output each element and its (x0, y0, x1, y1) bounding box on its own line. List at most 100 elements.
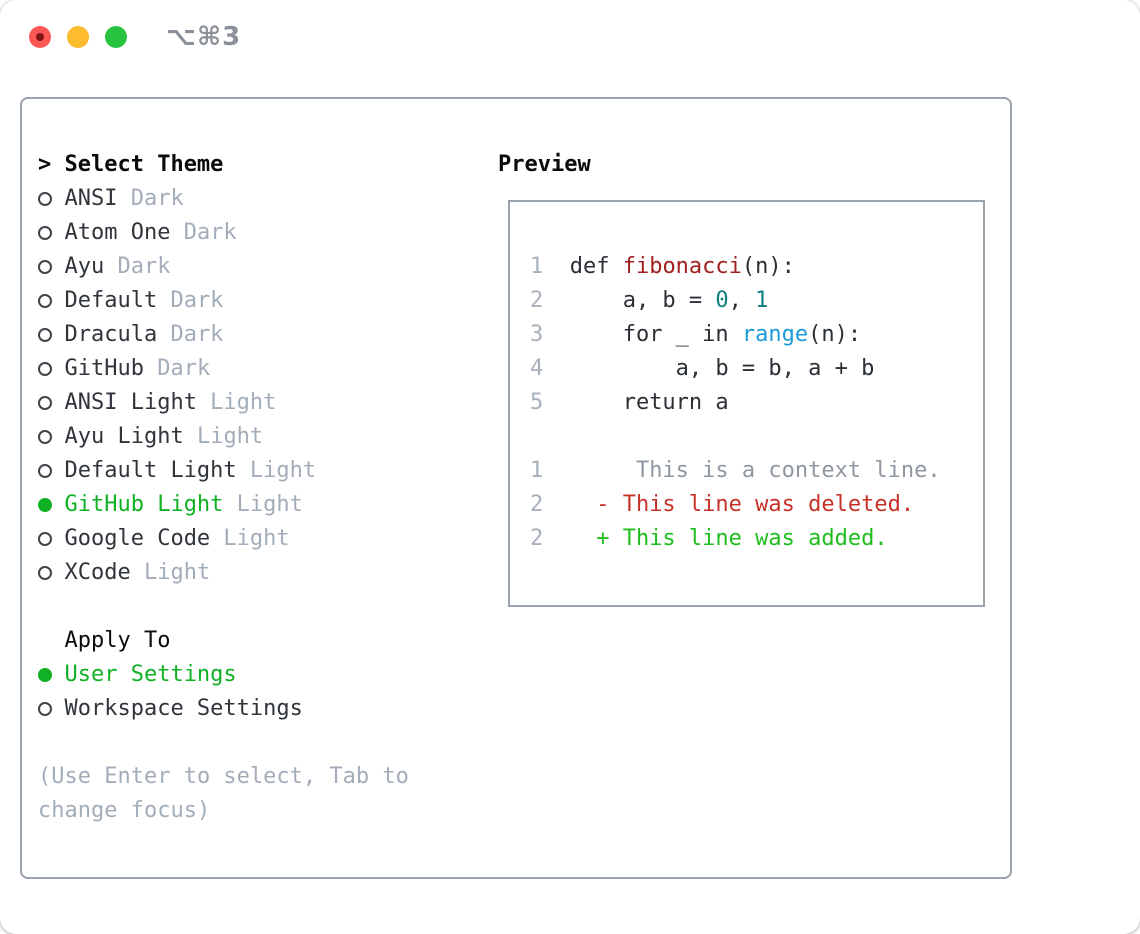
radio-marker (38, 318, 64, 352)
theme-name-label: ANSI Light (64, 390, 197, 415)
code-segment: This is a context line. (569, 458, 941, 483)
theme-option-google-code[interactable]: Google Code Light (38, 522, 409, 556)
radio-marker (38, 420, 64, 454)
code-segments: - This line was deleted. (570, 492, 914, 517)
theme-option-ansi-light[interactable]: ANSI Light Light (38, 386, 409, 420)
window-title-shortcut: ⌥⌘3 (166, 22, 242, 52)
theme-variant-label: Light (130, 560, 211, 585)
code-line: 4 a, b = b, a + b (530, 352, 983, 386)
code-segment: 0 (715, 288, 729, 313)
theme-variant-label: Light (223, 492, 303, 517)
theme-option-ayu-light[interactable]: Ayu Light Light (38, 420, 409, 454)
code-segment: 1 (755, 288, 769, 313)
code-segment: , (728, 288, 756, 313)
apply-option-user-settings[interactable]: User Settings (38, 658, 409, 692)
theme-name-label: Google Code (64, 526, 211, 551)
theme-option-dracula[interactable]: Dracula Dark (38, 318, 409, 352)
theme-name-label: XCode (64, 560, 131, 585)
radio-marker (38, 182, 64, 216)
code-segment: (n): (741, 254, 795, 279)
line-number: 2 (530, 492, 544, 517)
theme-option-github-light[interactable]: GitHub Light Light (38, 488, 409, 522)
code-segment: a, b = (569, 288, 716, 313)
apply-option-label: Workspace Settings (64, 696, 303, 721)
radio-marker (38, 488, 64, 522)
theme-name-label: Dracula (64, 322, 158, 347)
theme-variant-label: Dark (104, 254, 171, 279)
radio-marker (38, 250, 64, 284)
code-line: 2 a, b = 0, 1 (530, 284, 983, 318)
code-line: 1 This is a context line. (530, 454, 983, 488)
line-number: 2 (530, 526, 544, 551)
minimize-button[interactable] (67, 26, 89, 48)
code-line: 3 for _ in range(n): (530, 318, 983, 352)
select-theme-title: Select Theme (64, 152, 224, 177)
theme-option-default[interactable]: Default Dark (38, 284, 409, 318)
code-segment: range (741, 322, 809, 347)
theme-option-default-light[interactable]: Default Light Light (38, 454, 409, 488)
radio-icon (38, 260, 52, 274)
line-number: 2 (530, 288, 544, 313)
spacer-line (38, 726, 409, 760)
theme-name-label: Default (64, 288, 158, 313)
radio-icon (38, 396, 52, 410)
theme-name-label: GitHub Light (64, 492, 224, 517)
code-segments: for _ in range(n): (570, 322, 861, 347)
theme-option-xcode[interactable]: XCode Light (38, 556, 409, 590)
theme-variant-label: Dark (117, 186, 184, 211)
radio-icon (38, 294, 52, 308)
code-segments: a, b = b, a + b (570, 356, 875, 381)
line-number: 1 (530, 458, 544, 483)
line-number: 3 (530, 322, 544, 347)
theme-variant-label: Dark (143, 356, 211, 381)
line-number: 1 (530, 254, 544, 279)
zoom-button[interactable] (105, 26, 127, 48)
theme-variant-label: Dark (157, 288, 224, 313)
prompt-caret: > (38, 152, 52, 177)
theme-option-atom-one[interactable]: Atom One Dark (38, 216, 409, 250)
radio-marker (38, 556, 64, 590)
code-segment: - This line was deleted. (569, 492, 915, 517)
code-segments: + This line was added. (570, 526, 887, 551)
apply-option-label: User Settings (64, 662, 237, 687)
hint-line: (Use Enter to select, Tab to (38, 764, 409, 789)
code-segments: This is a context line. (570, 458, 941, 483)
radio-marker (38, 658, 64, 692)
apply-to-header: Apply To (38, 624, 409, 658)
theme-name-label: Default Light (64, 458, 237, 483)
theme-option-ayu[interactable]: Ayu Dark (38, 250, 409, 284)
radio-icon (38, 464, 52, 478)
radio-icon (38, 192, 52, 206)
theme-variant-label: Dark (157, 322, 224, 347)
close-button[interactable] (29, 26, 51, 48)
preview-title: Preview (498, 152, 591, 177)
theme-variant-label: Light (196, 390, 277, 415)
radio-icon (38, 328, 52, 342)
apply-to-title: Apply To (64, 628, 171, 653)
radio-icon (38, 498, 52, 512)
radio-marker (38, 386, 64, 420)
code-line: 2 - This line was deleted. (530, 488, 983, 522)
theme-option-ansi[interactable]: ANSI Dark (38, 182, 409, 216)
theme-option-github[interactable]: GitHub Dark (38, 352, 409, 386)
radio-marker (38, 692, 64, 726)
radio-marker (38, 216, 64, 250)
radio-marker (38, 284, 64, 318)
code-segments: def fibonacci(n): (570, 254, 795, 279)
radio-icon (38, 702, 52, 716)
theme-variant-label: Light (210, 526, 290, 551)
code-segment: return a (569, 390, 729, 415)
radio-icon (38, 668, 52, 682)
radio-icon (38, 532, 52, 546)
radio-icon (38, 362, 52, 376)
code-segment: for _ in (569, 322, 742, 347)
apply-option-workspace-settings[interactable]: Workspace Settings (38, 692, 409, 726)
titlebar: ⌥⌘3 (0, 0, 1140, 74)
radio-marker (38, 454, 64, 488)
